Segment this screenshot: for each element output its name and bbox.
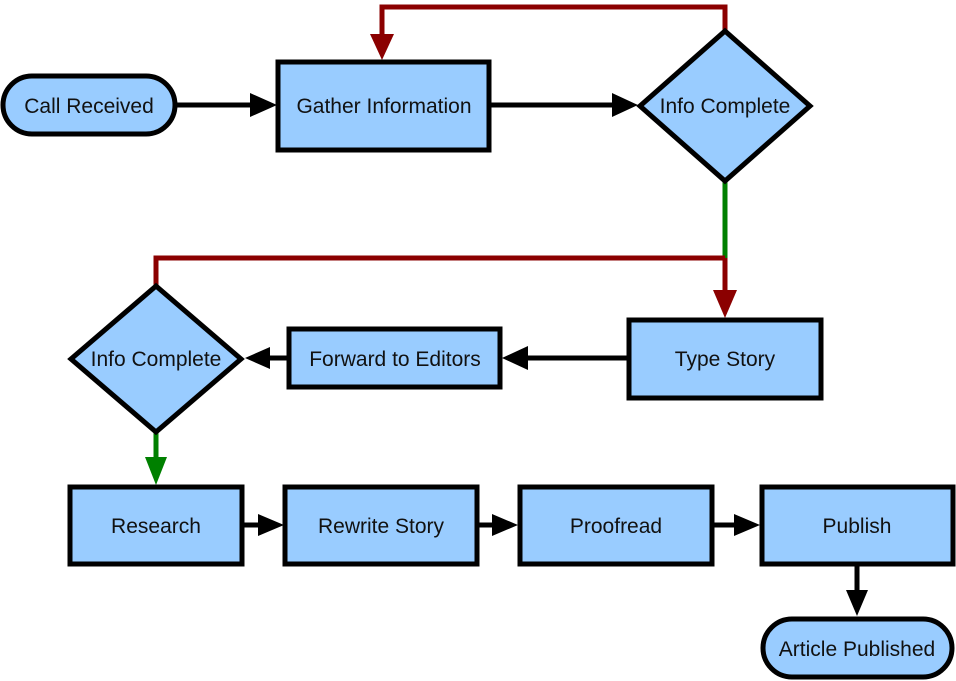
- node-publish: Publish: [759, 484, 956, 567]
- node-article-published: Article Published: [760, 616, 955, 680]
- edge-gather-to-decision1: [490, 93, 638, 117]
- node-type-story: Type Story: [626, 317, 824, 401]
- node-info-complete-2: Info Complete: [67, 282, 245, 436]
- edge-decision2-loop-back: [153, 255, 725, 285]
- node-label: Rewrite Story: [318, 515, 445, 538]
- node-label: Info Complete: [660, 95, 791, 118]
- edge-type-to-forward: [502, 346, 628, 370]
- node-info-complete-1: Info Complete: [636, 27, 814, 185]
- edge-decision1-loop-back: [370, 4, 728, 60]
- node-rewrite-story: Rewrite Story: [282, 484, 480, 567]
- node-proofread: Proofread: [517, 484, 715, 567]
- node-label: Call Received: [24, 95, 154, 118]
- edge-decision1-to-type-story: [713, 180, 737, 318]
- node-label: Type Story: [675, 348, 776, 371]
- node-gather-information: Gather Information: [275, 59, 492, 153]
- node-label: Gather Information: [296, 95, 471, 118]
- edge-proofread-to-publish: [712, 514, 760, 536]
- node-label: Article Published: [779, 638, 935, 661]
- node-label: Info Complete: [91, 348, 222, 371]
- edge-publish-to-article: [846, 565, 868, 616]
- edge-rewrite-to-proofread: [477, 514, 518, 536]
- node-label: Research: [111, 515, 201, 538]
- node-forward-to-editors: Forward to Editors: [286, 326, 503, 390]
- node-label: Publish: [823, 515, 892, 538]
- edge-decision2-to-research: [145, 432, 167, 485]
- node-label: Proofread: [570, 515, 662, 538]
- node-research: Research: [67, 484, 245, 567]
- edge-forward-to-decision2: [245, 347, 288, 369]
- node-call-received: Call Received: [0, 73, 178, 137]
- edge-research-to-rewrite: [243, 514, 284, 536]
- edge-call-to-gather: [175, 93, 277, 117]
- node-label: Forward to Editors: [309, 348, 481, 371]
